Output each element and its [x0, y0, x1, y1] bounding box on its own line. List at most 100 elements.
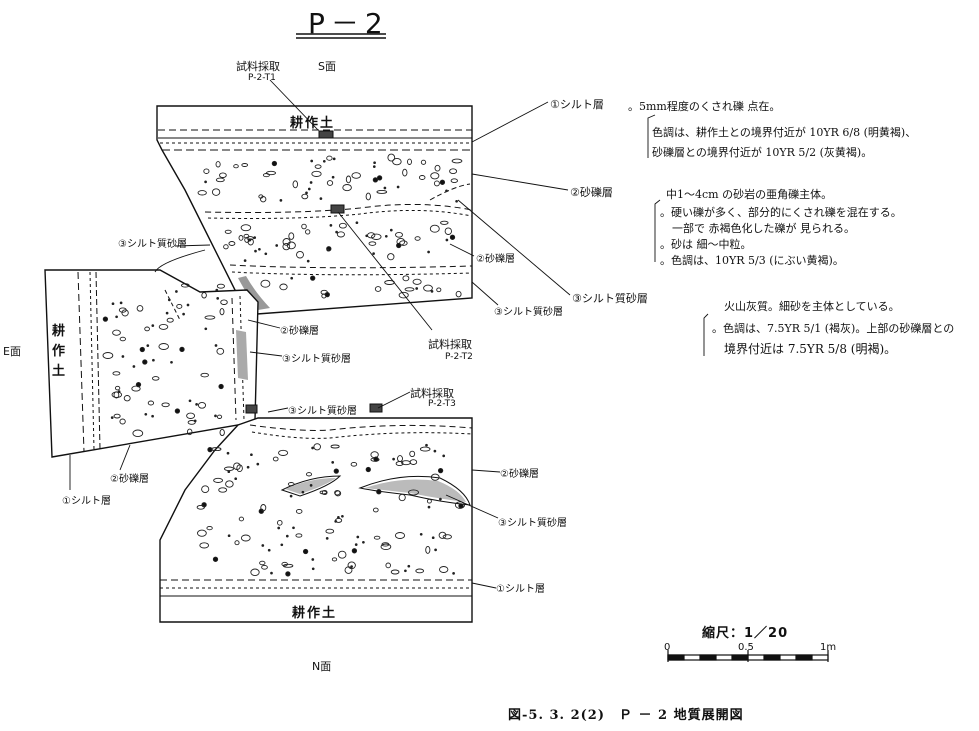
gravel-clast	[439, 497, 442, 501]
gravel-clast	[227, 534, 231, 538]
gravel-clast	[288, 232, 295, 240]
gravel-clast	[112, 371, 121, 376]
gravel-clast	[314, 164, 322, 169]
gravel-clast	[196, 504, 205, 510]
scale-tick-0: 0	[664, 642, 671, 653]
gravel-clast	[253, 236, 257, 239]
gravel-clast	[262, 173, 270, 178]
gravel-clast	[373, 535, 381, 540]
gravel-clast	[240, 534, 251, 542]
gravel-clast	[228, 241, 236, 246]
gravel-clast	[123, 395, 131, 402]
gravel-clast	[305, 229, 311, 235]
gravel-clast	[309, 484, 313, 487]
gravel-clast	[451, 158, 463, 164]
gravel-clast	[158, 323, 169, 330]
gravel-clast	[376, 189, 388, 194]
gravel-clast	[431, 536, 435, 540]
gravel-clast	[331, 461, 335, 464]
note-l2-line-3: 一部で 赤褐色化した礫が 見られる。	[672, 222, 855, 235]
gravel-clast	[396, 185, 400, 189]
gravel-clast	[434, 548, 437, 552]
gravel-clast	[219, 308, 225, 316]
gravel-clast	[373, 161, 376, 165]
legend-layer-1: ①シルト層	[550, 98, 604, 111]
gravel-clast	[187, 420, 196, 425]
gravel-clast	[195, 403, 198, 406]
sample-label-t3: 試料採取	[410, 387, 454, 400]
gravel-clast	[434, 164, 441, 172]
gravel-clast	[376, 175, 383, 181]
gravel-clast	[161, 402, 170, 408]
gravel-clast	[144, 412, 148, 416]
gravel-clast	[271, 160, 278, 167]
gravel-clast	[265, 170, 277, 176]
gravel-clast	[296, 250, 304, 259]
s-face-panel	[156, 105, 473, 315]
gravel-clast	[404, 287, 415, 292]
gravel-clast	[407, 564, 411, 568]
gravel-clast	[322, 159, 326, 163]
gravel-clast	[455, 199, 458, 203]
gravel-clast	[282, 563, 294, 568]
gravel-clast	[326, 180, 334, 186]
gravel-clast	[285, 534, 289, 538]
gravel-clast	[244, 236, 250, 243]
note-l3-line-3: 境界付近は 7.5YR 5/8 (明褐)。	[724, 342, 897, 356]
gravel-clast	[214, 344, 218, 347]
note-l3-line-2: 。色調は、7.5YR 5/1 (褐灰)。上部の砂礫層との	[712, 322, 955, 335]
gravel-clast	[425, 545, 431, 554]
gravel-clast	[436, 287, 442, 293]
gravel-clast	[301, 223, 307, 230]
gravel-clast	[240, 224, 252, 232]
gravel-clast	[204, 180, 207, 184]
gravel-clast	[389, 228, 393, 232]
gravel-clast	[404, 569, 407, 573]
gravel-clast	[365, 234, 369, 238]
gravel-clast	[409, 450, 416, 458]
gravel-clast	[197, 190, 207, 196]
note-l2-line-5: 。色調は、10YR 5/3 (にぶい黄褐)。	[660, 254, 844, 267]
gravel-clast	[311, 446, 314, 450]
sample-id-t2: P-2-T2	[445, 352, 473, 362]
gravel-clast	[151, 324, 155, 327]
topsoil-label-e-2: 作	[52, 344, 66, 359]
gravel-clast	[372, 165, 376, 168]
gravel-clast	[439, 179, 446, 185]
gravel-clast	[246, 465, 250, 469]
gravel-clast	[186, 303, 190, 307]
gravel-clast	[259, 560, 266, 566]
gravel-clast	[219, 172, 227, 178]
gravel-clast	[331, 175, 335, 179]
gravel-clast	[227, 470, 231, 474]
gravel-clast	[306, 259, 310, 263]
gravel-clast	[372, 507, 379, 513]
gravel-clast	[425, 443, 428, 447]
gravel-clast	[282, 238, 291, 246]
gravel-clast	[392, 157, 402, 166]
scale-title: 縮尺：1／20	[702, 626, 789, 641]
gravel-clast	[282, 242, 291, 251]
gravel-clast	[407, 158, 412, 165]
gravel-clast	[392, 457, 395, 461]
gravel-clast	[174, 408, 181, 414]
gravel-clast	[398, 493, 406, 502]
face-label-n: N面	[312, 660, 332, 673]
gravel-clast	[220, 299, 228, 305]
gravel-clast	[275, 244, 279, 247]
gravel-clast	[376, 489, 382, 495]
sample-label-t2: 試料採取	[428, 338, 472, 351]
gravel-clast	[427, 250, 430, 254]
gravel-clast	[372, 252, 375, 255]
figure-caption: 図-5. 3. 2(2) Ｐ － 2 地質展開図	[508, 708, 744, 723]
gravel-clast	[270, 571, 273, 575]
gravel-clast	[165, 311, 169, 315]
gravel-clast	[144, 326, 150, 332]
gravel-clast	[119, 301, 123, 305]
gravel-clast	[110, 416, 114, 419]
note-l1-line-3: 砂礫層との境界付近が 10YR 5/2 (灰黄褐)。	[652, 146, 873, 159]
gravel-clast	[355, 221, 359, 225]
gravel-clast	[201, 485, 210, 494]
gravel-clast	[354, 543, 358, 546]
sample-label-t1: 試料採取	[236, 60, 280, 73]
